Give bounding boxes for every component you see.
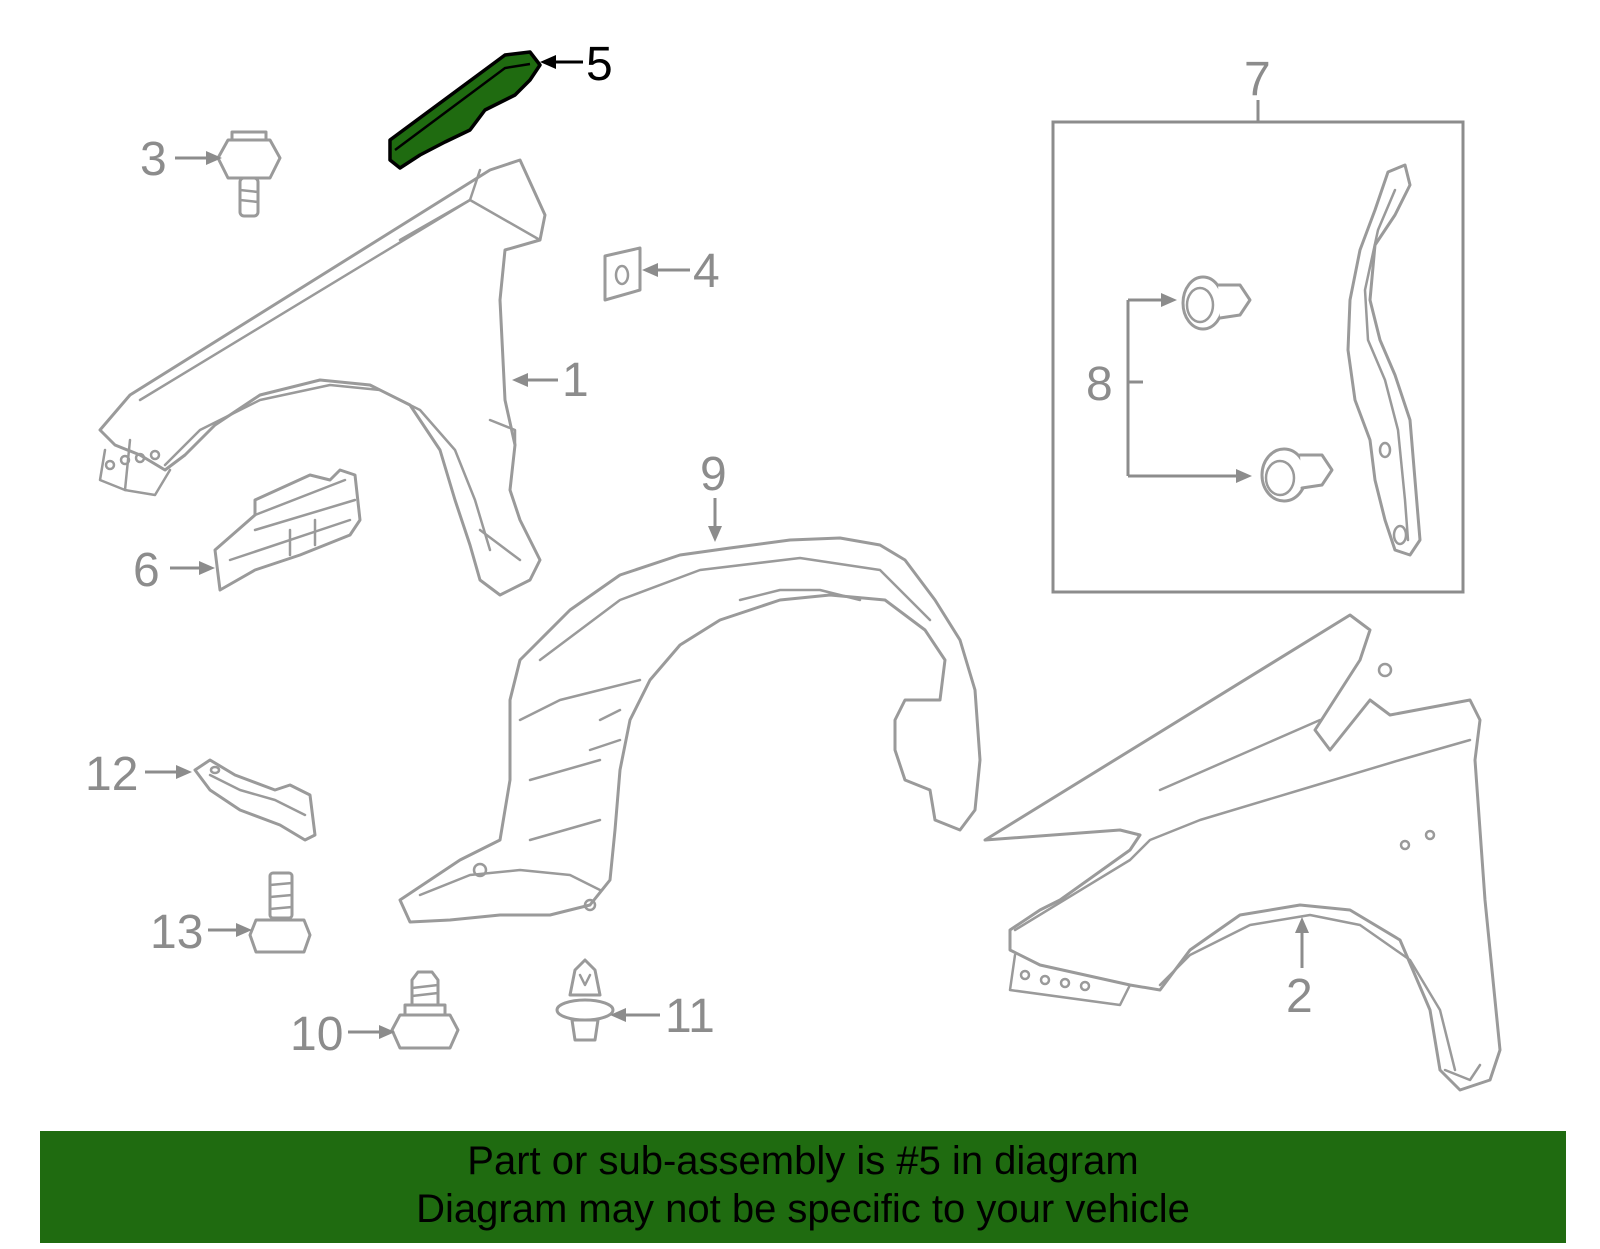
- callout-7: 7: [1244, 53, 1271, 106]
- callout-11: 11: [665, 990, 715, 1043]
- part-3-bolt[interactable]: [216, 130, 282, 218]
- callout-3: 3: [140, 133, 167, 186]
- banner-line-1: Part or sub-assembly is #5 in diagram: [467, 1139, 1139, 1183]
- callout-13: 13: [150, 906, 203, 959]
- part-7-group-box[interactable]: [1051, 120, 1465, 594]
- callout-9: 9: [700, 448, 727, 501]
- part-2-right-fender[interactable]: [983, 613, 1502, 1092]
- part-11-clip[interactable]: [555, 958, 615, 1042]
- part-8-clips[interactable]: [1181, 275, 1334, 503]
- callout-5: 5: [586, 38, 613, 91]
- callout-numbers: 1 2 3 4 5 6 7 8 9 10 11 12 13: [85, 38, 1313, 1061]
- banner-line-2: Diagram may not be specific to your vehi…: [416, 1187, 1190, 1231]
- callout-1: 1: [562, 354, 589, 407]
- callout-12: 12: [85, 748, 138, 801]
- callout-4: 4: [693, 245, 720, 298]
- part-4-clip[interactable]: [603, 246, 642, 302]
- part-1-left-fender[interactable]: [98, 158, 547, 597]
- part-5-seal-highlighted[interactable]: [388, 50, 542, 170]
- info-banner: Part or sub-assembly is #5 in diagram Di…: [40, 1131, 1566, 1243]
- part-6-bracket[interactable]: [213, 468, 362, 592]
- callout-8: 8: [1086, 358, 1113, 411]
- part-12-bracket[interactable]: [193, 758, 317, 842]
- callout-10: 10: [290, 1008, 343, 1061]
- part-13-bolt[interactable]: [248, 871, 312, 954]
- part-10-bolt[interactable]: [390, 970, 460, 1050]
- callout-6: 6: [133, 544, 160, 597]
- callout-2: 2: [1286, 970, 1313, 1023]
- leader-lines: [145, 55, 1309, 1039]
- part-9-fender-liner[interactable]: [398, 536, 982, 924]
